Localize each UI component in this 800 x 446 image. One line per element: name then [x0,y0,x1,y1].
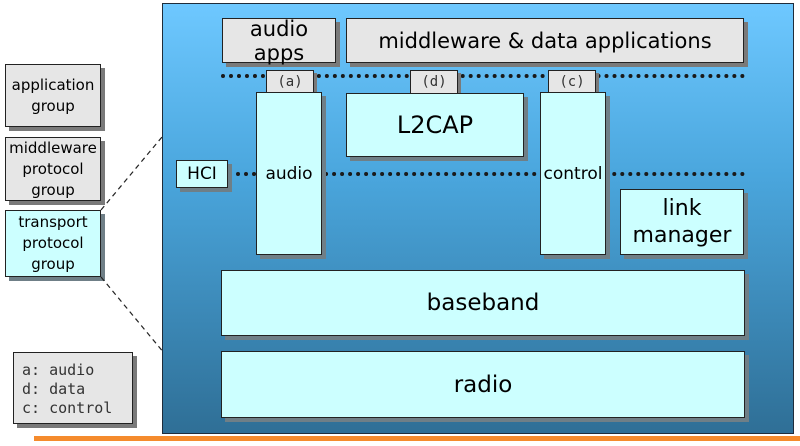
tab-data: (d) [410,70,458,94]
legend-box: a: audio d: data c: control [13,352,133,424]
tab-data-label: (d) [421,74,447,90]
hci-box: HCI [176,160,228,188]
link-manager-box: link manager [620,189,744,255]
tab-audio: (a) [266,70,314,94]
legend-item-control: c: control [22,399,113,417]
middleware-protocol-group-label: middleware protocol group [9,138,97,199]
application-group-label: application group [11,75,95,115]
transport-protocol-group-label: transport protocol group [18,213,88,273]
l2cap-label: L2CAP [396,111,474,139]
middleware-protocol-group-box: middleware protocol group [5,137,101,201]
control-channel-label: control [543,163,603,184]
middleware-data-applications-label: middleware & data applications [378,28,712,53]
tab-audio-label: (a) [277,74,303,90]
legend-item-data: d: data [22,380,86,398]
legend-item-audio: a: audio [22,361,95,379]
application-group-box: application group [5,64,101,127]
transport-protocol-group-box: transport protocol group [5,210,101,277]
tab-control-label: (c) [559,74,585,90]
audio-channel-box: audio [256,92,322,255]
radio-box: radio [221,351,745,418]
radio-label: radio [453,371,513,398]
hci-label: HCI [187,164,217,184]
audio-apps-box: audio apps [222,16,336,65]
baseband-label: baseband [426,290,540,316]
bottom-accent-line [34,436,800,441]
middleware-data-applications-box: middleware & data applications [346,18,744,63]
link-manager-label: link manager [632,196,732,248]
hci-interface-line [228,172,745,176]
control-channel-box: control [540,92,606,255]
upper-interface-line [221,74,745,78]
audio-apps-label: audio apps [249,16,309,65]
baseband-box: baseband [221,270,745,336]
tab-control: (c) [548,70,596,94]
audio-channel-label: audio [265,163,313,184]
l2cap-box: L2CAP [346,93,524,157]
